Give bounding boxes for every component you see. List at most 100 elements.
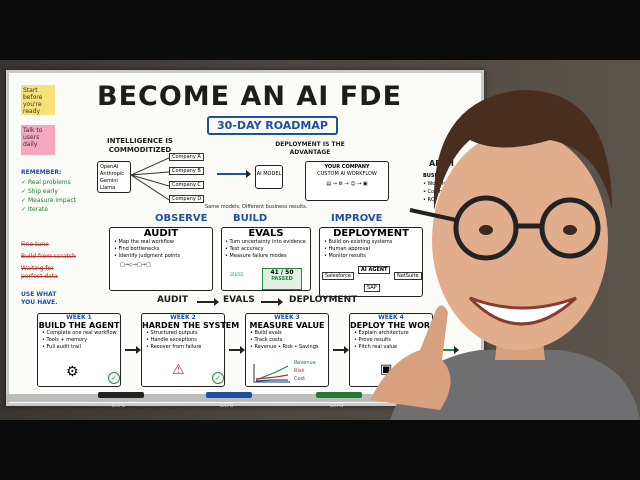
evals-box: EVALS • Turn uncertainty into evidence •… [221,227,311,291]
evals-item: • Test accuracy [225,246,264,252]
model-list-box: OpenAI Anthropic Gemini Llama [97,161,131,193]
same-models-note: Same models. Different business results. [205,204,308,210]
audit-item: • Find bottlenecks [114,246,160,252]
week-2-box: WEEK 2 HARDEN THE SYSTEM • Structured ou… [141,313,240,387]
week-3-title: MEASURE VALUE [249,321,325,330]
remember-item: ✓ Iterate [21,206,48,213]
week-arrow [125,346,141,354]
week-4-box: WEEK 4 DEPLOY THE WORK • Explain archite… [349,313,437,387]
marker-black: EXPO [98,392,144,409]
remember-item: ✓ Measure impact [21,197,76,204]
gear-icon: ⚙ [66,364,79,380]
company-d: Company D [169,195,205,203]
week-item: • Revenue • Risk • Savings [250,344,319,350]
crossed-item: Waiting for perfect data [21,265,58,280]
deployment-box: DEPLOYMENT • Build on existing systems •… [319,227,423,297]
blue-arrow [217,170,251,178]
line-chart-icon [253,364,290,383]
week-1-label: WEEK 1 [66,314,92,321]
node-salesforce: Salesforce [322,272,354,280]
week-3-box: WEEK 3 MEASURE VALUE • Build evals • Tra… [245,313,329,387]
your-company-line: CUSTOM AI WORKFLOW [317,171,377,177]
loop-evals: EVALS [223,295,255,305]
marker-tray [6,394,478,402]
evals-title: EVALS [248,228,284,239]
remember-item: ✓ Ship early [21,188,58,195]
loop-audit: AUDIT [157,295,188,305]
week-item: • Prove results [354,337,391,343]
deployment-item: • Monitor results [324,253,366,259]
fan-out-lines [131,157,169,201]
use-what-you-have: USE WHAT YOU HAVE. [21,291,58,306]
sticky-note-start: Start before you're ready [21,85,55,115]
letterbox-bottom [0,420,640,480]
week-3-label: WEEK 3 [274,314,300,321]
week-4-title: DEPLOY THE WORK [350,321,437,330]
company-a: Company A [169,153,204,161]
letterbox-top [0,0,640,60]
week-item: • Explain architecture [354,330,409,336]
company-b: Company B [169,167,204,175]
evals-score: 41 / 50 [270,269,294,276]
node-netsuite: NetSuite [394,272,422,280]
your-company-title: YOUR COMPANY [324,164,370,170]
your-company-box: YOUR COMPANY CUSTOM AI WORKFLOW ▤ → ⚙ → … [305,161,389,201]
week-arrow [229,346,245,354]
week-4-label: WEEK 4 [378,314,404,321]
week-item: • Complete one real workflow [42,330,117,336]
workflow-icons: ▤ → ⚙ → ☺ → ▣ [326,181,368,187]
legend-risk: Risk [294,368,305,374]
node-ai-agent: AI AGENT [358,266,391,274]
deployment-item: • Human approval [324,246,370,252]
week-item: • Build evals [250,330,282,336]
phase-build: BUILD [233,213,268,224]
week-item: • Full audit trail [42,344,81,350]
ai-model-box: AI MODEL [255,165,283,189]
remember-title: REMEMBER: [21,169,62,176]
loop-deployment: DEPLOYMENT [289,295,358,305]
presenter-photo [370,89,640,420]
loop-arrow [261,298,283,306]
warning-icon: ⚠ [172,362,185,378]
evals-item: • Turn uncertainty into evidence [225,239,306,245]
week-item: • Structured outputs [146,330,198,336]
legend-cost: Cost [294,376,306,382]
phase-improve: IMPROVE [331,213,383,224]
week-1-box: WEEK 1 BUILD THE AGENT • Complete one re… [37,313,121,387]
board-subtitle: 30-DAY ROADMAP [207,116,338,135]
week-item: • Track costs [250,337,283,343]
checklist-icon: ☑☑☑ [230,272,244,278]
audit-box: AUDIT • Map the real workflow • Find bot… [109,227,213,291]
audit-title: AUDIT [143,228,179,239]
phase-observe: OBSERVE [155,213,208,224]
check-icon: ✓ [108,372,120,384]
evals-item: • Measure failure modes [225,253,287,259]
week-2-title: HARDEN THE SYSTEM [142,321,240,330]
sticky-note-talk: Talk to users daily [21,125,55,155]
week-item: • Handle exceptions [146,337,197,343]
company-c: Company C [169,181,204,189]
check-icon: ✓ [212,372,224,384]
week-arrow [333,346,349,354]
deployment-item: • Build on existing systems [324,239,393,245]
loop-arrow [197,298,219,306]
week-item: • Recover from failure [146,344,202,350]
week-item: • Pitch real value [354,344,398,350]
deployment-title: DEPLOYMENT [333,228,409,239]
audit-item: • Identify judgment points [114,253,180,259]
week-item: • Tools + memory [42,337,88,343]
node-sap: SAP [364,284,380,292]
audit-item: • Map the real workflow [114,239,174,245]
board-title: BECOME AN AI FDE [97,81,403,112]
week-1-title: BUILD THE AGENT [38,321,120,330]
right-item: • ROI [423,197,437,203]
marker-green: EXPO [316,392,362,409]
evals-passed: PASSED [271,276,293,282]
crossed-item: Fine tune [21,241,49,248]
week-2-label: WEEK 2 [170,314,196,321]
deployment-note: DEPLOYMENT IS THE ADVANTAGE [275,141,345,156]
remember-item: ✓ Real problems [21,179,71,186]
intelligence-label: INTELLIGENCE IS COMMODITIZED [107,137,173,154]
flow-sketch-icon: □→◇→□→□ [120,262,151,268]
